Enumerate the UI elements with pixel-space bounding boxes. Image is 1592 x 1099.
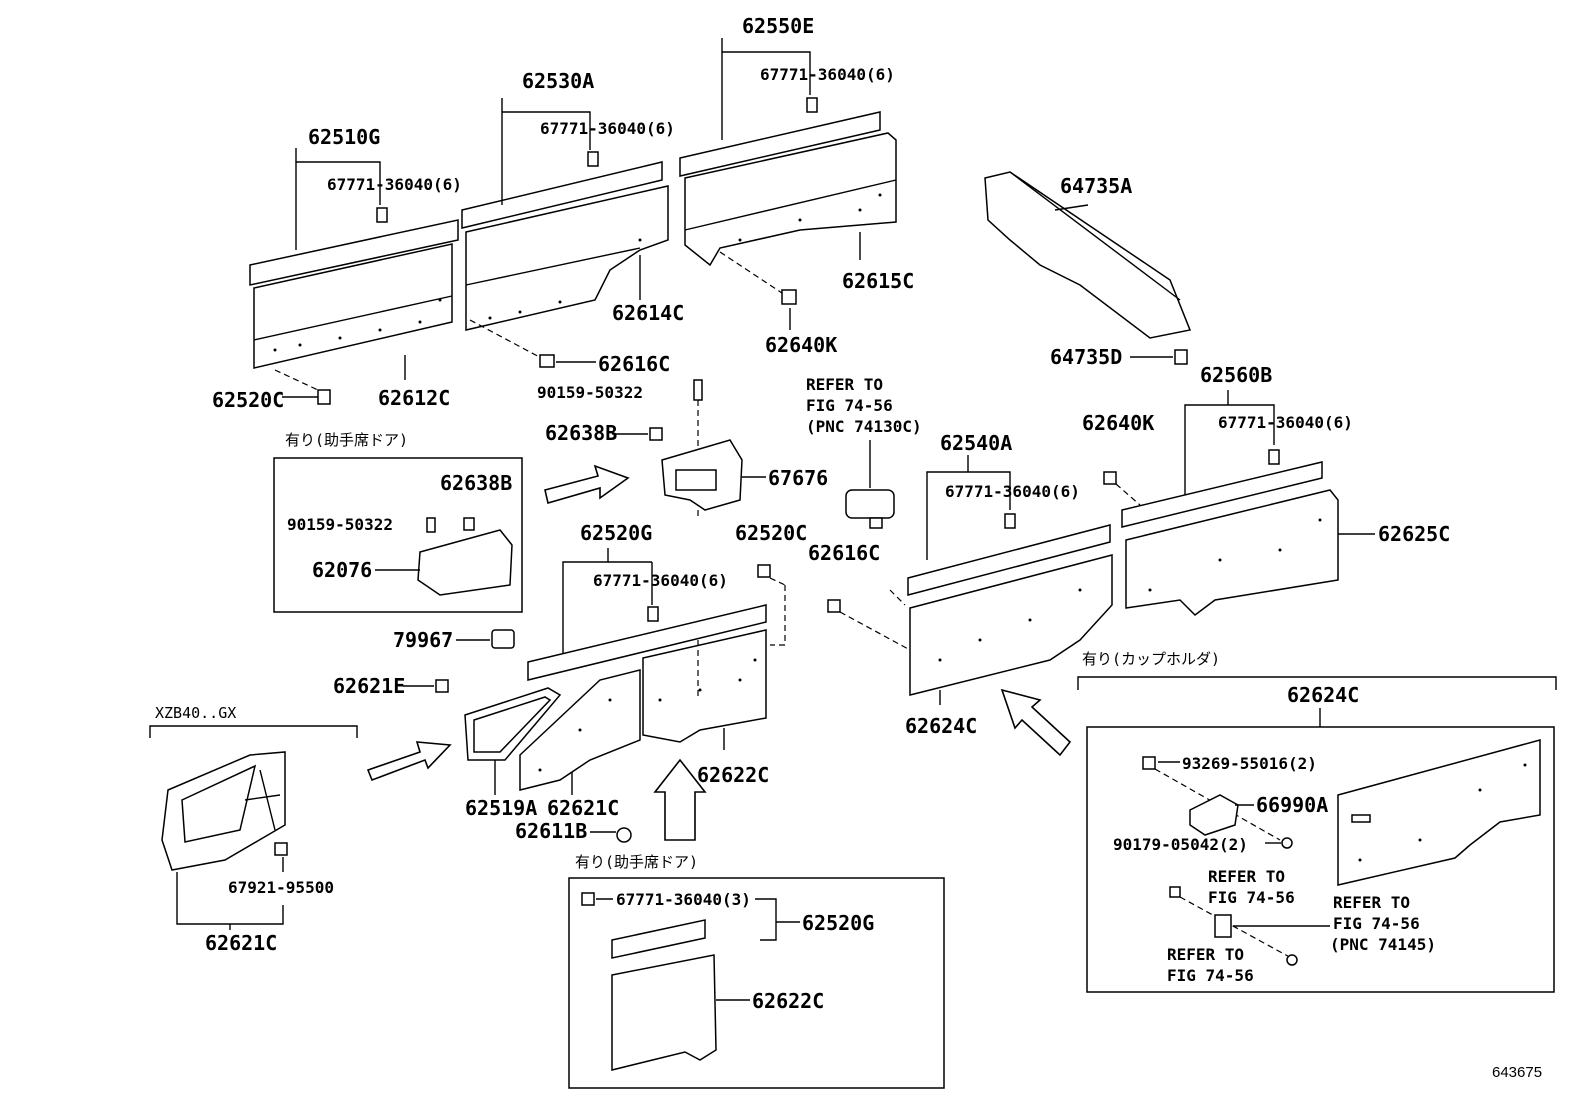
label-62625c: 62625C: [1378, 522, 1450, 546]
label-fig-c1: FIG 74-56: [1333, 914, 1420, 933]
label-refer-a1: REFER TO: [806, 375, 883, 394]
panel-62614c: [461, 161, 669, 331]
molding-62520g: [527, 604, 767, 681]
inset-box-passenger-lower: [568, 877, 945, 1089]
part-62076: [417, 529, 513, 596]
label-clip-62520g: 67771-36040(6): [593, 571, 728, 590]
label-ari-passenger-b: 有り(助手席ドア): [575, 853, 698, 871]
label-66990a: 66990A: [1256, 793, 1328, 817]
label-62614c: 62614C: [612, 301, 684, 325]
label-clip-3: 67771-36040(3): [616, 890, 751, 909]
label-62540a: 62540A: [940, 431, 1012, 455]
label-62640k-a: 62640K: [765, 333, 837, 357]
label-62611b: 62611B: [515, 819, 587, 843]
inset-box-passenger: [273, 457, 523, 613]
label-62638b-b: 62638B: [440, 471, 512, 495]
part-62621c-xzb: [161, 751, 286, 871]
clip-icon: [376, 207, 388, 223]
label-67676: 67676: [768, 466, 828, 490]
label-62519a: 62519A: [465, 796, 537, 820]
molding-62560b: [1121, 461, 1323, 528]
label-62621e: 62621E: [333, 674, 405, 698]
part-66990a: [1189, 794, 1239, 836]
label-clip-62560b: 67771-36040(6): [1218, 413, 1353, 432]
panel-62612c: [249, 219, 459, 369]
label-clip-62530a: 67771-36040(6): [540, 119, 675, 138]
label-62624c-b: 62624C: [1287, 683, 1359, 707]
panel-62625c: [1125, 489, 1339, 616]
arrow-icon: [544, 464, 630, 505]
label-62624c-a: 62624C: [905, 714, 977, 738]
label-62520c-a: 62520C: [212, 388, 284, 412]
label-clip-62540a: 67771-36040(6): [945, 482, 1080, 501]
molding-62540a: [907, 524, 1111, 596]
part-67676: [661, 439, 743, 511]
label-62510g: 62510G: [308, 125, 380, 149]
label-62638b-a: 62638B: [545, 421, 617, 445]
label-xzb40: XZB40..GX: [155, 704, 236, 722]
label-90179: 90179-05042(2): [1113, 835, 1248, 854]
label-62622c-b: 62622C: [752, 989, 824, 1013]
label-67921: 67921-95500: [228, 878, 334, 897]
arrow-icon: [1000, 688, 1072, 757]
label-64735a: 64735A: [1060, 174, 1132, 198]
label-62520g-b: 62520G: [802, 911, 874, 935]
label-62612c: 62612C: [378, 386, 450, 410]
label-90159-b: 90159-50322: [287, 515, 393, 534]
molding-62520g-b: [611, 919, 706, 959]
label-62550e: 62550E: [742, 14, 814, 38]
window-62519a: [464, 687, 562, 761]
label-fig-b1: FIG 74-56: [1208, 888, 1295, 907]
label-clip-62550e: 67771-36040(6): [760, 65, 895, 84]
label-62076: 62076: [312, 558, 372, 582]
label-pnc-74130c: (PNC 74130C): [806, 417, 922, 436]
label-90159-a: 90159-50322: [537, 383, 643, 402]
label-pnc-74145: (PNC 74145): [1330, 935, 1436, 954]
label-ari-passenger-a: 有り(助手席ドア): [285, 431, 408, 449]
label-62560b: 62560B: [1200, 363, 1272, 387]
panel-62622c: [642, 629, 767, 743]
label-refer-b1: REFER TO: [1208, 867, 1285, 886]
label-62621c-b: 62621C: [205, 931, 277, 955]
label-clip-62510g: 67771-36040(6): [327, 175, 462, 194]
label-62640k-b: 62640K: [1082, 411, 1154, 435]
label-62616c-b: 62616C: [808, 541, 880, 565]
label-79967: 79967: [393, 628, 453, 652]
arrow-icon: [653, 758, 707, 841]
label-fig-d1: FIG 74-56: [1167, 966, 1254, 985]
label-64735d: 64735D: [1050, 345, 1122, 369]
diagram-id: 643675: [1492, 1064, 1542, 1081]
part-74130c: [845, 489, 895, 529]
inset-box-cupholder: [1086, 726, 1555, 993]
part-64735a: [984, 171, 1192, 339]
arrow-icon: [366, 741, 452, 782]
label-refer-d1: REFER TO: [1167, 945, 1244, 964]
label-62616c-a: 62616C: [598, 352, 670, 376]
label-62520c-b: 62520C: [735, 521, 807, 545]
panel-62622c-b: [611, 954, 717, 1071]
label-fig-a1: FIG 74-56: [806, 396, 893, 415]
panel-62624c-b: [1337, 739, 1541, 886]
label-62530a: 62530A: [522, 69, 594, 93]
panel-62615c: [679, 111, 897, 267]
panel-62621c: [519, 669, 641, 791]
label-93269: 93269-55016(2): [1182, 754, 1317, 773]
label-62615c: 62615C: [842, 269, 914, 293]
label-62622c-a: 62622C: [697, 763, 769, 787]
label-62621c-a: 62621C: [547, 796, 619, 820]
label-refer-c1: REFER TO: [1333, 893, 1410, 912]
label-62520g-a: 62520G: [580, 521, 652, 545]
panel-62624c: [909, 554, 1113, 696]
label-ari-cupholder: 有り(カップホルダ): [1082, 650, 1220, 668]
